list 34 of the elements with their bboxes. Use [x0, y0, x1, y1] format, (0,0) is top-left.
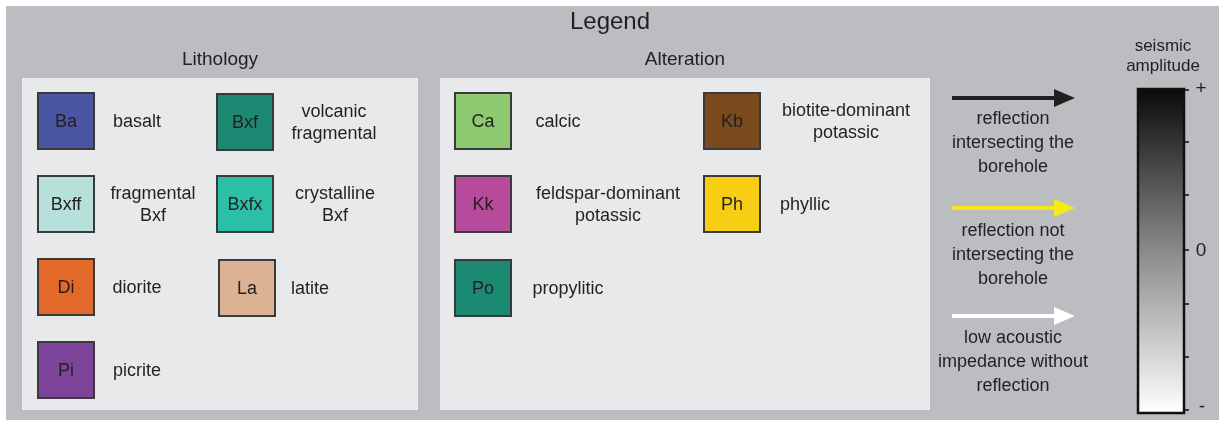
swatch-label: feldspar-dominant potassic — [534, 182, 682, 226]
colour-swatch: Po — [454, 259, 512, 317]
swatch-label: volcanic fragmental — [290, 100, 378, 144]
lithology-heading: Lithology — [180, 48, 260, 70]
colour-swatch: Ca — [454, 92, 512, 150]
scale-title: seismic amplitude — [1125, 36, 1201, 76]
swatch-label: biotite-dominant potassic — [780, 99, 912, 143]
colour-swatch: Bxf — [216, 93, 274, 151]
colour-swatch: Kb — [703, 92, 761, 150]
colour-swatch: Ph — [703, 175, 761, 233]
colour-swatch: Bxff — [37, 175, 95, 233]
colour-swatch: La — [218, 259, 276, 317]
legend-text: low acoustic impedance without reflection — [936, 326, 1090, 397]
swatch-label: latite — [290, 277, 330, 299]
swatch-label: calcic — [534, 110, 582, 132]
scale-tick-label: + — [1194, 78, 1208, 98]
colour-swatch: Di — [37, 258, 95, 316]
colour-swatch: Pi — [37, 341, 95, 399]
scale-tick-label: 0 — [1194, 240, 1208, 260]
colour-swatch: Ba — [37, 92, 95, 150]
scale-tick-label: - — [1197, 396, 1207, 416]
legend-text: reflection not intersecting the borehole — [950, 219, 1076, 290]
swatch-label: picrite — [112, 359, 162, 381]
swatch-label: propylitic — [531, 277, 605, 299]
swatch-label: crystalline Bxf — [294, 182, 376, 226]
swatch-label: fragmental Bxf — [109, 182, 197, 226]
swatch-label: basalt — [111, 110, 162, 132]
colour-swatch: Bxfx — [216, 175, 274, 233]
alteration-heading: Alteration — [643, 48, 727, 70]
colour-swatch: Kk — [454, 175, 512, 233]
swatch-label: diorite — [111, 276, 163, 298]
swatch-label: phyllic — [779, 193, 831, 215]
legend-text: reflection intersecting the borehole — [950, 107, 1076, 178]
legend-title: Legend — [568, 7, 652, 35]
